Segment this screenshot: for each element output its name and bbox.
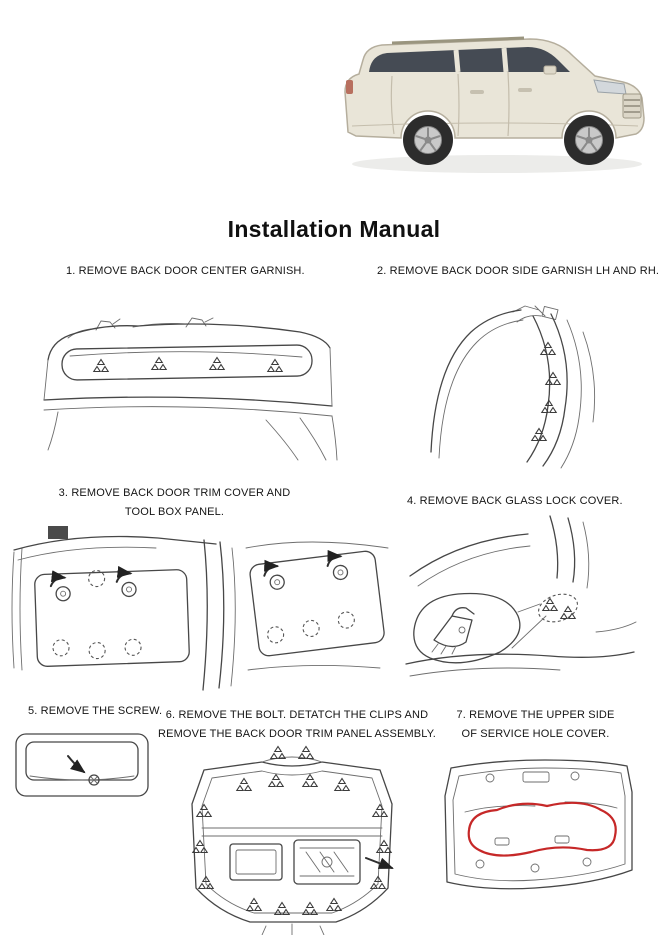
service-hole-highlight bbox=[467, 801, 617, 857]
step3-caption: 3. REMOVE BACK DOOR TRIM COVER AND TOOL … bbox=[58, 487, 291, 519]
step1-caption: 1. REMOVE BACK DOOR CENTER GARNISH. bbox=[66, 265, 305, 277]
trim-panel-outline bbox=[191, 761, 393, 923]
step6-illustration bbox=[170, 740, 415, 935]
center-garnish bbox=[61, 344, 313, 381]
step5-illustration bbox=[12, 728, 152, 803]
license-recess bbox=[229, 843, 283, 881]
vehicle-photo bbox=[332, 14, 656, 186]
step3-illustration bbox=[8, 518, 398, 693]
step6-caption: 6. REMOVE THE BOLT. DETATCH THE CLIPS AN… bbox=[158, 709, 436, 741]
step2-caption: 2. REMOVE BACK DOOR SIDE GARNISH LH AND … bbox=[377, 265, 660, 277]
storage-tray bbox=[25, 741, 139, 781]
inner-panel-outline bbox=[444, 759, 633, 890]
lock-cover-location bbox=[538, 593, 578, 623]
page-title: Installation Manual bbox=[227, 216, 441, 242]
vehicle-illustration bbox=[344, 36, 645, 173]
front-wheel bbox=[564, 115, 614, 165]
lock-cover-detail bbox=[433, 615, 473, 648]
step2-illustration bbox=[415, 300, 620, 470]
roof-rail bbox=[391, 36, 525, 45]
step7-illustration bbox=[435, 752, 640, 907]
step4-illustration bbox=[400, 512, 640, 692]
tool-box-lid bbox=[293, 839, 361, 885]
rear-wheel bbox=[403, 115, 453, 165]
screw-icon bbox=[88, 774, 100, 786]
trim-cover-panel bbox=[34, 565, 190, 667]
door-handle bbox=[48, 526, 68, 539]
step1-illustration bbox=[38, 300, 338, 465]
magnifier-callout bbox=[413, 592, 521, 664]
tool-box-panel bbox=[249, 549, 385, 657]
vehicle-windows bbox=[369, 47, 570, 72]
step7-caption: 7. REMOVE THE UPPER SIDE OF SERVICE HOLE… bbox=[456, 709, 615, 741]
step5-caption: 5. REMOVE THE SCREW. bbox=[28, 705, 163, 717]
tail-light bbox=[346, 80, 353, 94]
step4-caption: 4. REMOVE BACK GLASS LOCK COVER. bbox=[407, 495, 623, 507]
